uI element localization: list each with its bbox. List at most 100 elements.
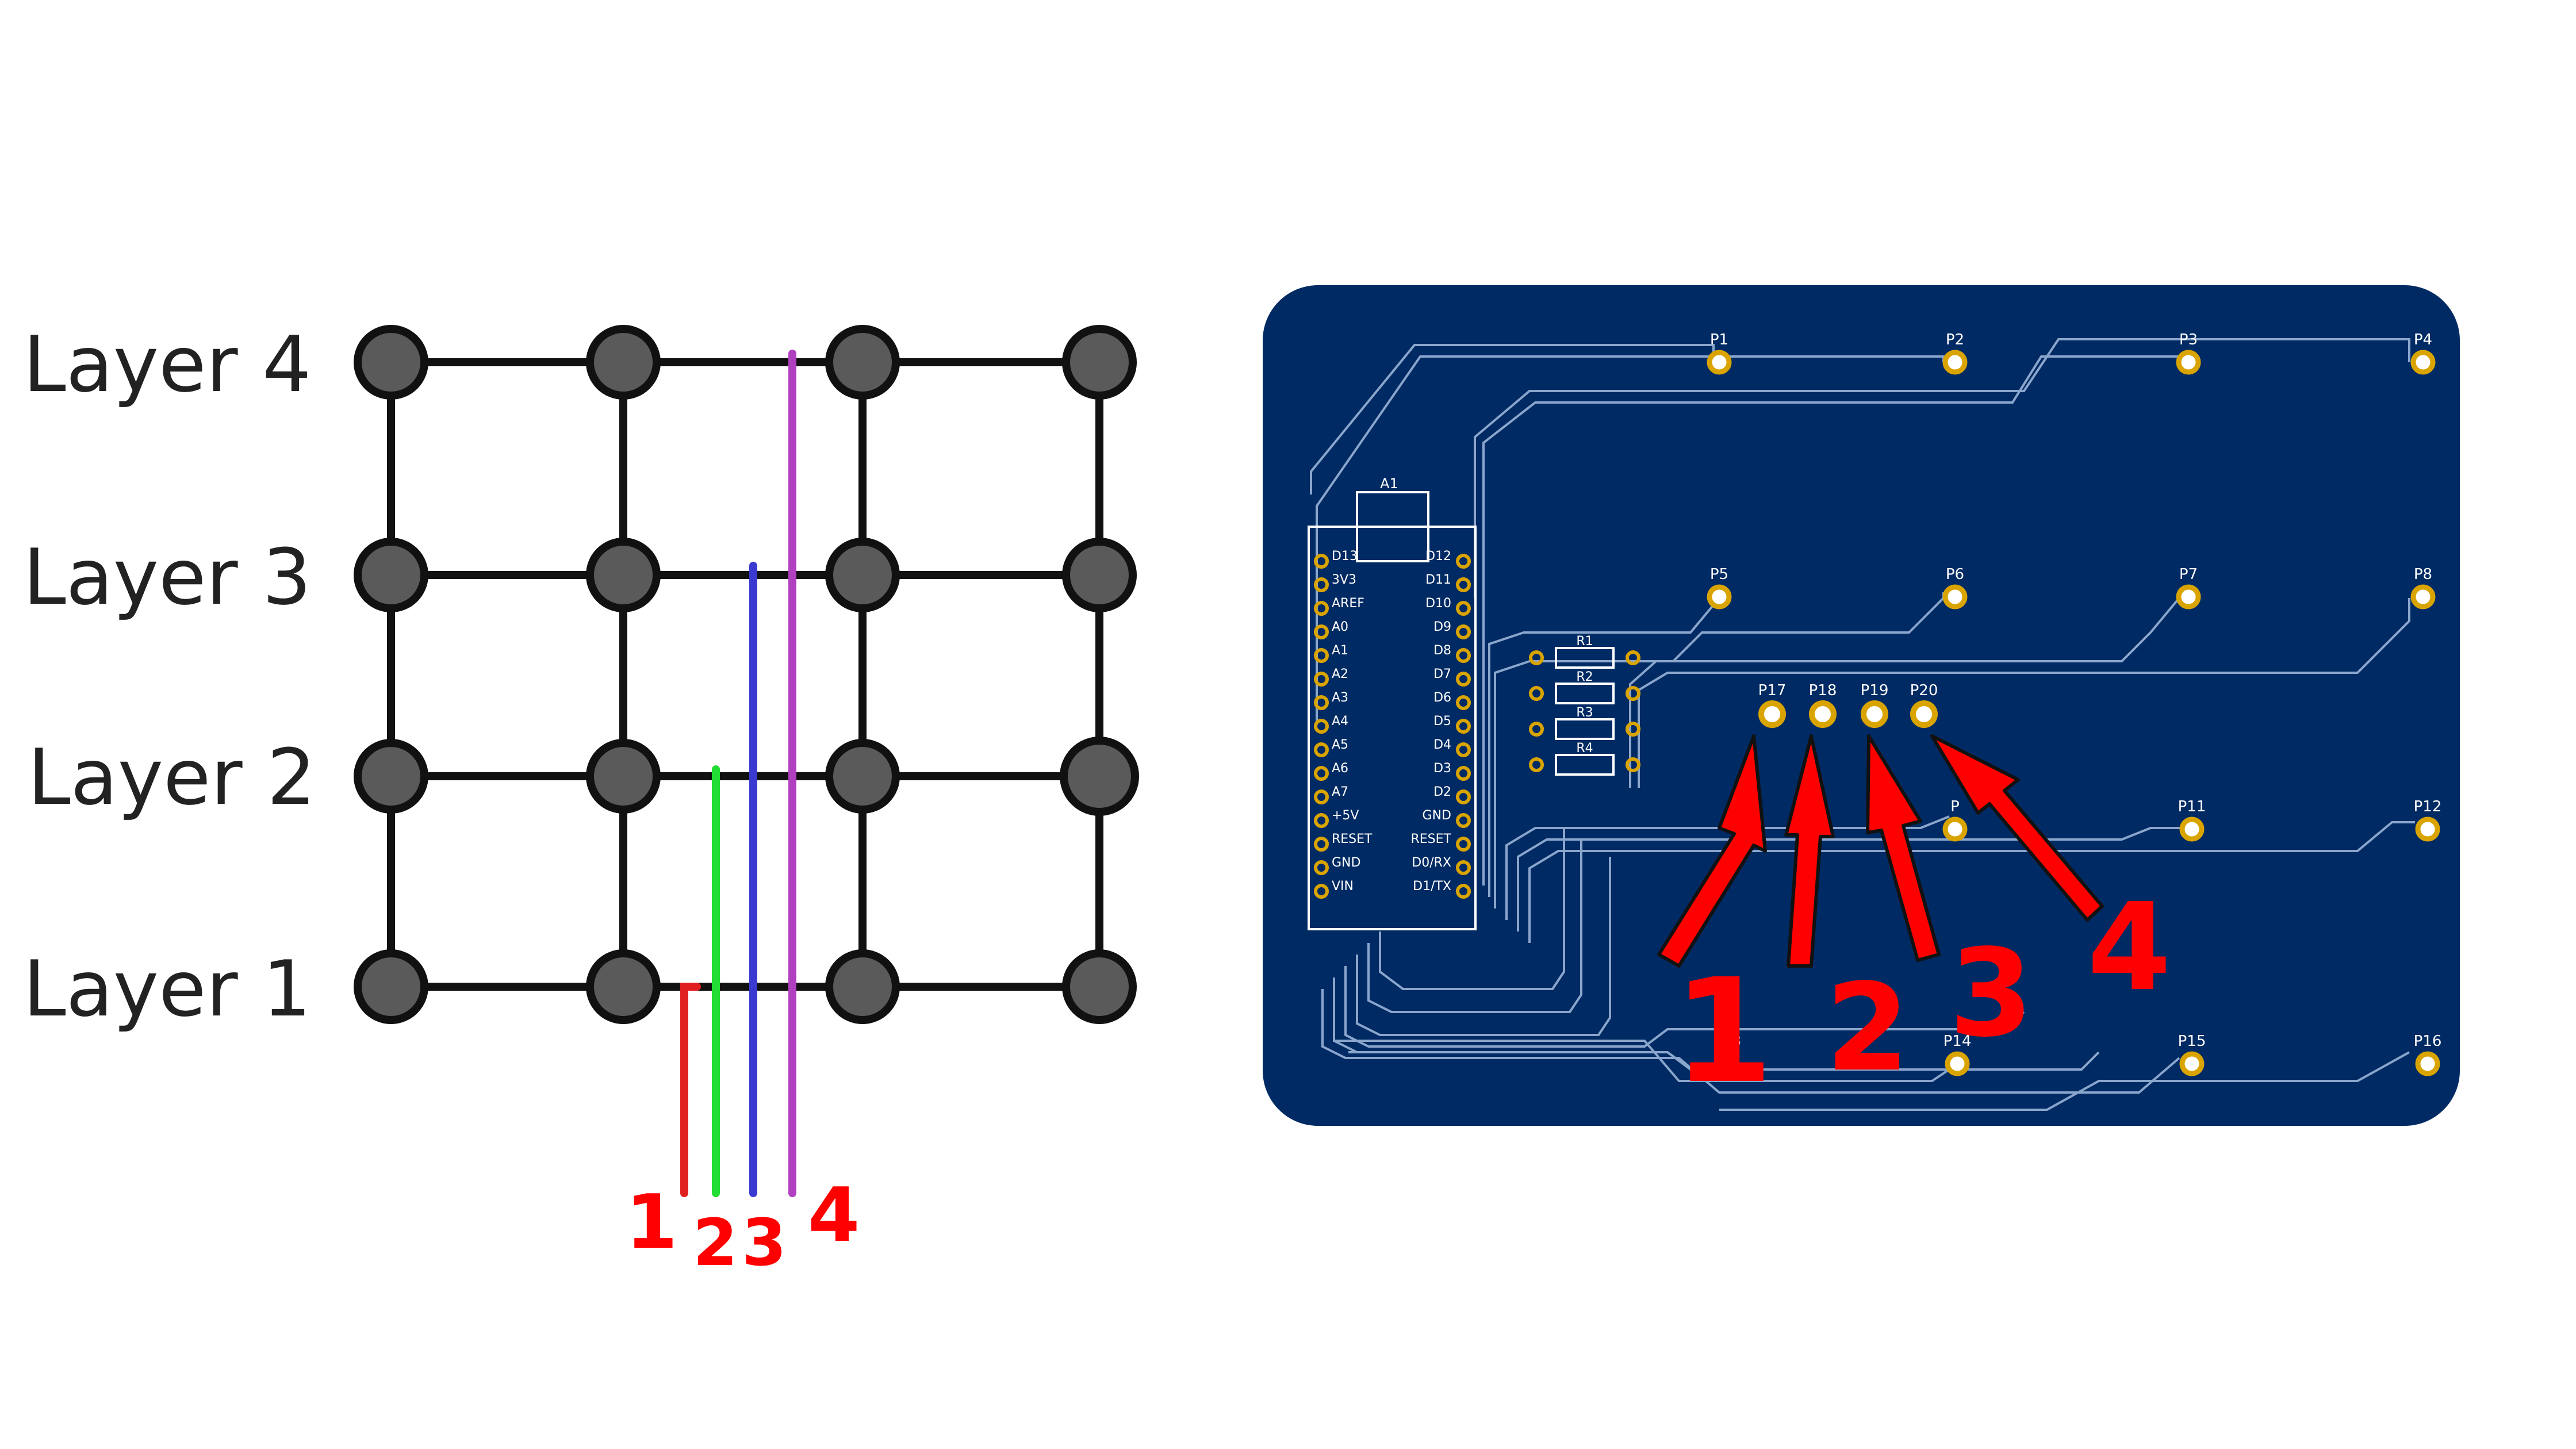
module-pin-pad xyxy=(1456,766,1471,781)
pad xyxy=(1861,700,1888,728)
grid-lines xyxy=(387,358,1103,991)
pad-label: P14 xyxy=(1943,1033,1972,1050)
node xyxy=(586,538,661,612)
usb-connector xyxy=(1356,491,1429,562)
trace xyxy=(1494,592,1945,908)
pad xyxy=(1945,1051,1970,1076)
left-pin-label: A5 xyxy=(1332,738,1348,752)
arrow-number-4: 4 xyxy=(2087,877,2171,1018)
pad-label: P4 xyxy=(2414,331,2432,348)
arrow-number-2: 2 xyxy=(1826,957,1910,1098)
node xyxy=(1062,949,1137,1024)
module-pin-pad xyxy=(1314,766,1329,781)
pad-label: P20 xyxy=(1910,682,1938,699)
node xyxy=(354,325,428,400)
pad xyxy=(2176,350,2201,375)
module-outline xyxy=(1308,526,1477,930)
module-pin-pad xyxy=(1314,648,1329,663)
pad xyxy=(1942,584,1968,610)
arrow-3 xyxy=(1866,734,1941,962)
arrow-4 xyxy=(1930,734,2104,922)
trace xyxy=(1344,966,2025,1048)
trace xyxy=(1517,827,2185,931)
resistor-pad xyxy=(1626,722,1640,737)
node xyxy=(825,538,900,612)
trace xyxy=(1474,338,2410,598)
module-pin-pad xyxy=(1314,601,1329,616)
module-pin-pad xyxy=(1314,789,1329,804)
module-pin-pad xyxy=(1456,837,1471,852)
layer-4-label: Layer 4 xyxy=(23,320,311,409)
wire-number-3: 3 xyxy=(742,1206,787,1281)
right-pin-label: D3 xyxy=(1433,761,1451,776)
right-pin-label: D11 xyxy=(1425,573,1451,587)
pad-label: P5 xyxy=(1710,566,1728,583)
left-pin-label: 3V3 xyxy=(1332,573,1356,587)
resistor-pad xyxy=(1529,650,1544,665)
trace xyxy=(1356,857,1611,1036)
right-pin-label: GND xyxy=(1423,808,1451,823)
right-pin-label: RESET xyxy=(1411,832,1452,846)
resistor-label: R1 xyxy=(1576,634,1593,649)
pad xyxy=(2410,350,2436,375)
trace xyxy=(1719,1051,2410,1111)
module-pin-pad xyxy=(1314,624,1329,639)
pcb-board: A1 D133V3AREFA0A1A2A3A4A5A6A7+5VRESETGND… xyxy=(1263,285,2460,1126)
pad xyxy=(1715,1051,1740,1076)
pad-label: P15 xyxy=(2178,1033,2206,1050)
resistor-body xyxy=(1555,647,1615,669)
node xyxy=(825,739,900,814)
arrow-2 xyxy=(1784,734,1835,968)
module-pin-pad xyxy=(1314,554,1329,569)
module-pin-pad xyxy=(1456,695,1471,710)
right-pin-label: D8 xyxy=(1433,643,1451,658)
pad xyxy=(2179,1051,2205,1076)
module-pin-pad xyxy=(1456,813,1471,828)
pcb-substrate xyxy=(1263,285,2460,1126)
pad xyxy=(1942,816,1968,842)
pad-label: P xyxy=(1950,798,1960,815)
trace xyxy=(1505,815,1950,920)
pad-label: P6 xyxy=(1946,566,1964,583)
node xyxy=(586,949,661,1024)
resistor-pad xyxy=(1529,686,1544,701)
arrow-number-3: 3 xyxy=(1949,923,2033,1064)
module-pins: D133V3AREFA0A1A2A3A4A5A6A7+5VRESETGNDVIN… xyxy=(1314,549,1471,899)
module-pin-pad xyxy=(1456,719,1471,734)
resistor-label: R4 xyxy=(1576,741,1593,756)
resistor-pad xyxy=(1626,757,1640,772)
module-pin-pad xyxy=(1314,672,1329,687)
wire-1 xyxy=(680,983,701,1197)
wire-number-2: 2 xyxy=(693,1206,738,1281)
node xyxy=(825,325,900,400)
right-pin-label: D0/RX xyxy=(1412,856,1451,870)
trace xyxy=(1310,344,1715,494)
pad-label: P1 xyxy=(1710,331,1728,348)
node xyxy=(586,325,661,400)
pad-label: P11 xyxy=(2178,798,2206,815)
pad xyxy=(1707,350,1732,375)
node xyxy=(354,949,428,1024)
pad xyxy=(1758,700,1786,728)
right-pin-label: D10 xyxy=(1425,596,1451,611)
pad-label: P18 xyxy=(1809,682,1837,699)
left-pin-label: GND xyxy=(1332,856,1360,870)
left-pin-label: AREF xyxy=(1332,596,1364,611)
node xyxy=(354,739,428,814)
resistor-label: R3 xyxy=(1576,706,1593,720)
module-pin-pad xyxy=(1314,742,1329,757)
trace xyxy=(1629,597,2180,788)
red-arrows xyxy=(1657,734,2104,968)
pad-label: P3 xyxy=(2179,331,2198,348)
module-pin-pad xyxy=(1314,884,1329,899)
left-pin-label: A3 xyxy=(1332,691,1348,705)
module-pin-pad xyxy=(1456,601,1471,616)
pad xyxy=(2415,816,2440,842)
left-pin-label: +5V xyxy=(1332,808,1359,823)
layer-3-label: Layer 3 xyxy=(23,532,311,622)
layer-grid-diagram: Layer 4 Layer 3 Layer 2 Layer 1 1 2 3 4 xyxy=(23,320,1139,1281)
right-pin-label: D1/TX xyxy=(1413,879,1451,894)
pad xyxy=(1809,700,1837,728)
pad-label: P8 xyxy=(2414,566,2432,583)
